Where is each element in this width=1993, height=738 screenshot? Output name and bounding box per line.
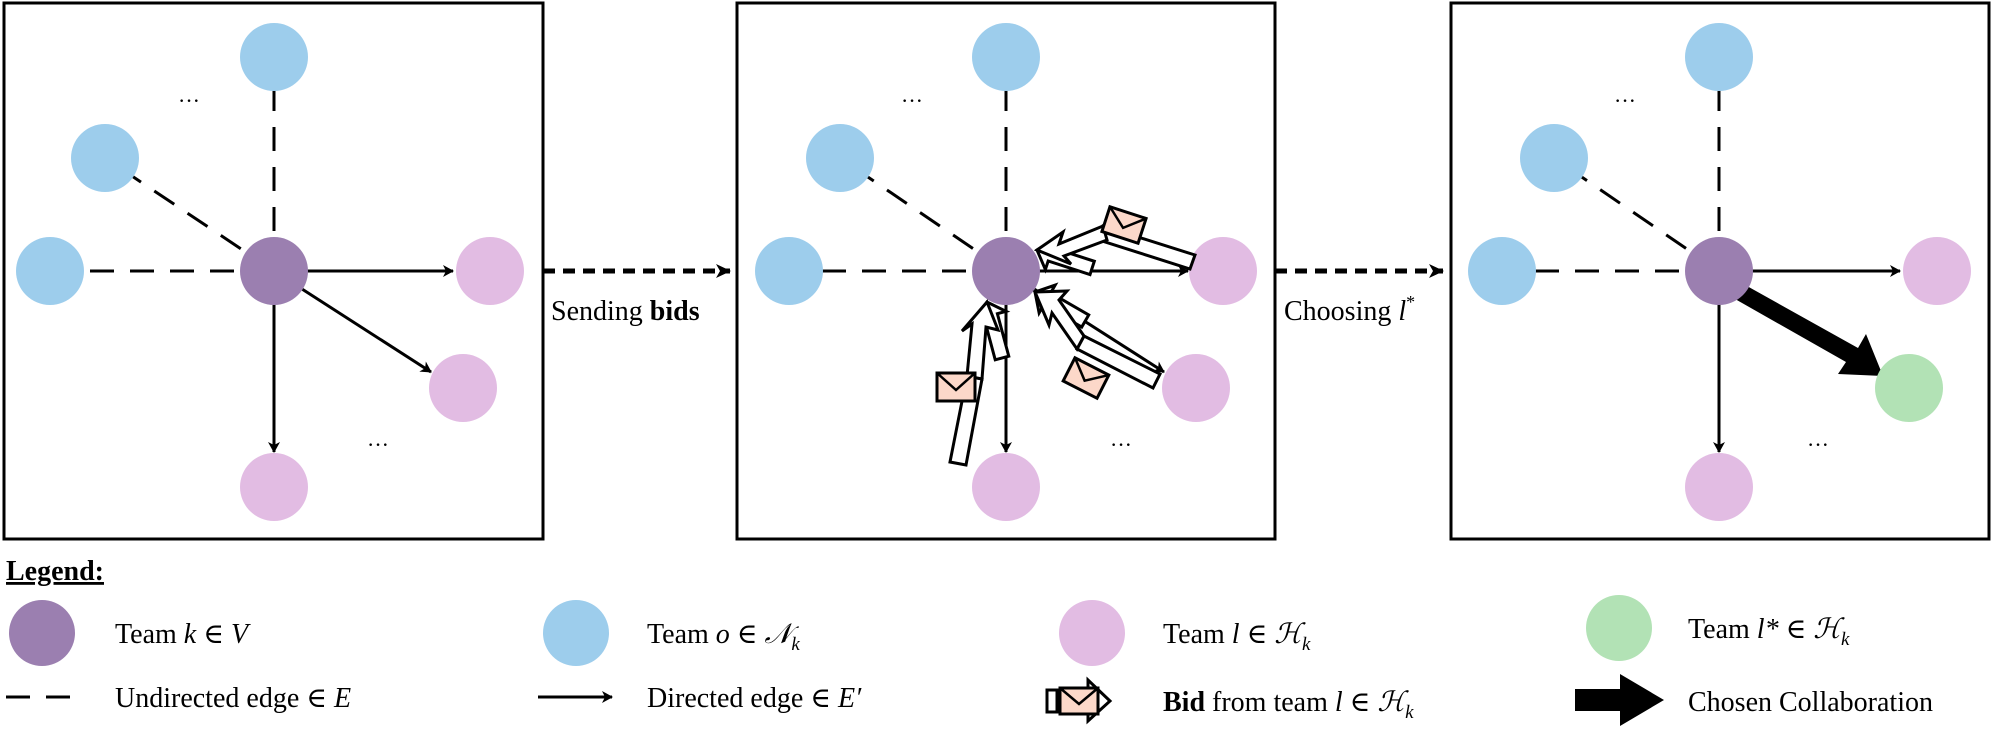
neighbor-team-node bbox=[1685, 23, 1753, 91]
ellipsis: ··· bbox=[178, 88, 200, 113]
legend-label-helper: Team l ∈ ℋk bbox=[1163, 619, 1311, 655]
bid-envelope-icon bbox=[1045, 676, 1113, 725]
neighbor-team-node bbox=[16, 237, 84, 305]
neighbor-team-node bbox=[972, 23, 1040, 91]
bid-envelope-icon bbox=[935, 371, 977, 403]
legend-title: Legend: bbox=[6, 556, 104, 587]
transition-label-choosing: Choosing l* bbox=[1284, 292, 1415, 327]
focal-team-node bbox=[1685, 237, 1753, 305]
helper-team-node bbox=[1162, 354, 1230, 422]
helper-team-node bbox=[1189, 237, 1257, 305]
ellipsis: ··· bbox=[901, 88, 923, 113]
helper-team-node bbox=[1903, 237, 1971, 305]
chosen-collaboration-arrow bbox=[1728, 281, 1883, 376]
legend-label-directed: Directed edge ∈ E′ bbox=[647, 683, 862, 714]
ellipsis: ··· bbox=[1110, 432, 1132, 457]
neighbor-team-node bbox=[1520, 124, 1588, 192]
panel-chosen-collaboration: ··· ··· bbox=[1449, 1, 1991, 541]
panel-sending-bids: ··· ··· bbox=[735, 1, 1277, 541]
helper-team-node bbox=[240, 453, 308, 521]
focal-team-circle-icon bbox=[9, 600, 75, 666]
legend-label-focal: Team k ∈ V bbox=[115, 619, 251, 650]
neighbor-team-circle-icon bbox=[543, 600, 609, 666]
bid-envelope-icon bbox=[1061, 355, 1111, 401]
legend-label-chosen-collab: Chosen Collaboration bbox=[1688, 687, 1933, 718]
helper-team-node bbox=[972, 453, 1040, 521]
neighbor-team-node bbox=[806, 124, 874, 192]
neighbor-team-node bbox=[755, 237, 823, 305]
focal-team-node bbox=[240, 237, 308, 305]
neighbor-team-node bbox=[71, 124, 139, 192]
bid-arrow-head bbox=[1032, 289, 1086, 352]
legend-label-bid: Bid from team l ∈ ℋk bbox=[1163, 687, 1414, 723]
ellipsis: ··· bbox=[1614, 88, 1636, 113]
helper-team-circle-icon bbox=[1059, 600, 1125, 666]
helper-team-node bbox=[456, 237, 524, 305]
ellipsis: ··· bbox=[367, 432, 389, 457]
panel-initial-graph: ··· ··· bbox=[2, 1, 545, 541]
helper-team-node bbox=[429, 354, 497, 422]
legend-label-undirected: Undirected edge ∈ E bbox=[115, 683, 351, 714]
transition-label-sending: Sending bids bbox=[551, 296, 700, 327]
panel-frame bbox=[1449, 1, 1991, 541]
focal-team-node bbox=[972, 237, 1040, 305]
legend-label-neighbor: Team o ∈ 𝒩k bbox=[647, 619, 800, 655]
neighbor-team-node bbox=[240, 23, 308, 91]
ellipsis: ··· bbox=[1807, 432, 1829, 457]
legend-label-chosen: Team l* ∈ ℋk bbox=[1688, 614, 1850, 650]
chosen-team-circle-icon bbox=[1586, 595, 1652, 661]
chosen-team-node bbox=[1875, 354, 1943, 422]
helper-team-node bbox=[1685, 453, 1753, 521]
thick-arrow-icon bbox=[1575, 674, 1664, 726]
neighbor-team-node bbox=[1468, 237, 1536, 305]
legend: Legend: Team k ∈ V Team o ∈ 𝒩k Team l ∈ … bbox=[6, 556, 1933, 726]
bid-envelope-icon bbox=[1100, 204, 1148, 246]
